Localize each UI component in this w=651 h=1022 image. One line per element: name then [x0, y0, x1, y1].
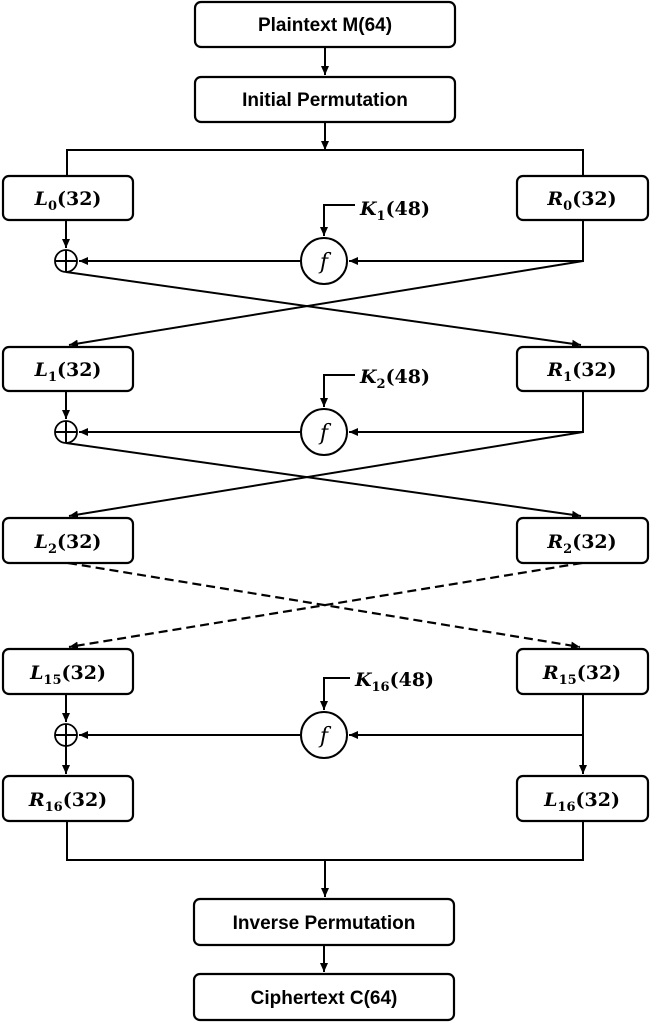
- xor-icon-1: [54, 249, 78, 273]
- initial-permutation-box: Initial Permutation: [193, 75, 457, 124]
- l15-var: L: [29, 662, 43, 684]
- r0-to-f: [349, 220, 584, 265]
- r1-to-f: [349, 391, 584, 436]
- xor-icon-16: [54, 723, 78, 747]
- r1-rest: (32): [572, 359, 616, 381]
- svg-text:L2(32): L2(32): [34, 531, 102, 557]
- r2-box: R2(32): [515, 516, 650, 565]
- svg-text:L0(32): L0(32): [34, 188, 102, 214]
- l1-box: L1(32): [1, 345, 135, 393]
- k16-wire: [320, 677, 350, 710]
- svg-text:R16(32): R16(32): [28, 789, 107, 815]
- l15-box: L15(32): [1, 647, 135, 696]
- r15-rest: (32): [577, 662, 621, 684]
- r2-var: R: [546, 531, 563, 553]
- l1-var: L: [34, 359, 48, 381]
- l0-rest: (32): [57, 188, 101, 210]
- l2-box: L2(32): [1, 516, 135, 565]
- l2-rest: (32): [57, 531, 101, 553]
- l16-var: L: [543, 789, 557, 811]
- l16-sub: 16: [557, 800, 575, 815]
- r15-to-f: [349, 694, 584, 739]
- r16-box: R16(32): [1, 774, 135, 823]
- svg-text:L1(32): L1(32): [34, 359, 102, 385]
- inverse-permutation-box: Inverse Permutation: [192, 897, 456, 947]
- r2-rest: (32): [572, 531, 616, 553]
- inverse-permutation-label: Inverse Permutation: [233, 913, 416, 934]
- r2-sub: 2: [563, 542, 572, 557]
- k1-label: K1(48): [359, 198, 430, 224]
- r16-var: R: [28, 789, 45, 811]
- initial-permutation-label: Initial Permutation: [242, 90, 408, 111]
- l2-sub: 2: [48, 542, 57, 557]
- cross-1-r0-to-l1: [68, 260, 584, 348]
- ciphertext-label: Ciphertext C(64): [251, 988, 398, 1009]
- cross-1-xor-to-r1: [65, 271, 582, 348]
- cross-2-xor-to-r2: [65, 442, 582, 519]
- svg-text:R1(32): R1(32): [546, 359, 616, 385]
- l0-box: L0(32): [1, 174, 135, 222]
- r16-sub: 16: [45, 800, 63, 815]
- r1-sub: 1: [563, 370, 572, 385]
- r0-rest: (32): [572, 188, 616, 210]
- l15-sub: 15: [43, 673, 61, 688]
- r15-box: R15(32): [515, 647, 650, 696]
- plaintext-box: Plaintext M(64): [193, 0, 457, 49]
- svg-text:R2(32): R2(32): [546, 531, 616, 557]
- l0-var: L: [34, 188, 48, 210]
- r15-var: R: [542, 662, 559, 684]
- k1-wire: [320, 204, 355, 236]
- dashed-cross-l2-to-r15: [67, 561, 581, 650]
- r0-box: R0(32): [515, 174, 650, 222]
- f-circle-2: f: [300, 408, 348, 456]
- r15-sub: 15: [559, 673, 577, 688]
- f-circle-16: f: [300, 711, 348, 759]
- k2-wire: [320, 374, 355, 407]
- svg-text:L16(32): L16(32): [543, 789, 620, 815]
- r1-var: R: [546, 359, 563, 381]
- l16-rest: (32): [576, 789, 620, 811]
- l15-rest: (32): [62, 662, 106, 684]
- svg-text:R0(32): R0(32): [546, 188, 616, 214]
- ciphertext-box: Ciphertext C(64): [192, 972, 456, 1022]
- l1-rest: (32): [57, 359, 101, 381]
- r0-var: R: [546, 188, 563, 210]
- svg-text:L15(32): L15(32): [29, 662, 106, 688]
- svg-text:R15(32): R15(32): [542, 662, 621, 688]
- l2-var: L: [34, 531, 48, 553]
- plaintext-label: Plaintext M(64): [258, 15, 392, 36]
- split-bar-top: [66, 149, 584, 175]
- merge-bar-bottom: [66, 821, 584, 861]
- l16-box: L16(32): [515, 774, 650, 823]
- cross-2-r1-to-l2: [68, 431, 584, 519]
- k2-label: K2(48): [359, 366, 430, 392]
- r16-rest: (32): [63, 789, 107, 811]
- xor-icon-2: [54, 420, 78, 444]
- l0-sub: 0: [48, 199, 57, 214]
- l1-sub: 1: [48, 370, 57, 385]
- k16-label: K16(48): [354, 669, 434, 695]
- r0-sub: 0: [563, 199, 572, 214]
- dashed-cross-r2-to-l15: [68, 561, 583, 650]
- f-circle-1: f: [300, 237, 348, 285]
- r1-box: R1(32): [515, 345, 650, 393]
